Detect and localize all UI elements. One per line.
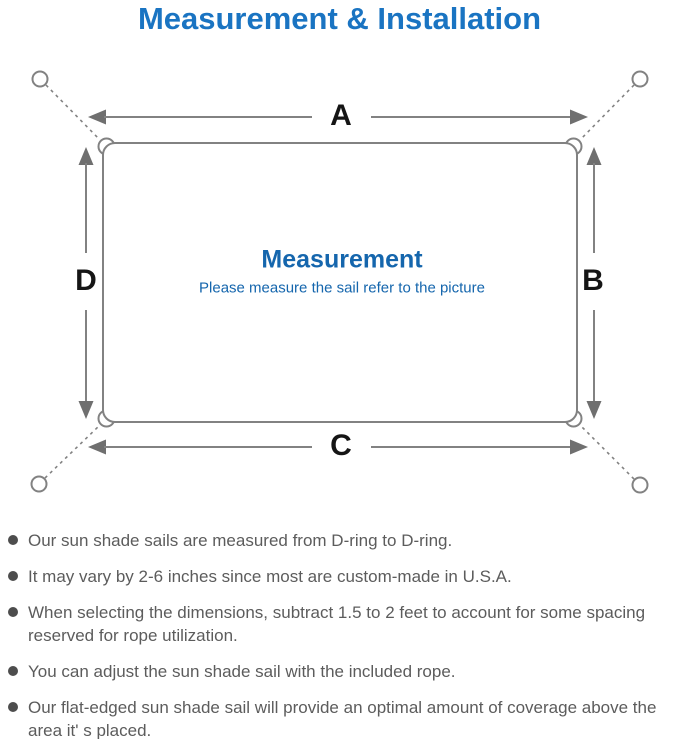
dimension-arrow-c	[88, 439, 588, 455]
anchor-ring-icon	[631, 476, 649, 494]
sail-center-subtitle: Please measure the sail refer to the pic…	[199, 279, 485, 297]
rope-dashed-line	[579, 424, 635, 480]
note-item: It may vary by 2-6 inches since most are…	[8, 565, 673, 588]
bullet-dot	[8, 571, 18, 581]
sail-center-title: Measurement	[261, 245, 423, 274]
rope-dashed-line	[44, 424, 101, 479]
bullet-dot	[8, 666, 18, 676]
dimension-label-c: C	[330, 429, 352, 462]
bullet-dot	[8, 702, 18, 712]
notes-list: Our sun shade sails are measured from D-…	[8, 529, 673, 739]
dimension-label-a: A	[330, 99, 352, 132]
bullet-dot	[8, 607, 18, 617]
page-title: Measurement & Installation	[137, 1, 542, 36]
note-text: Our sun shade sails are measured from D-…	[28, 531, 453, 550]
note-item: Our sun shade sails are measured from D-…	[8, 529, 673, 552]
dimension-label-d: D	[75, 264, 97, 297]
dimension-arrow-d	[78, 147, 94, 419]
rope-dashed-line	[45, 84, 101, 141]
note-text: It may vary by 2-6 inches since most are…	[28, 567, 512, 586]
anchor-ring-icon	[31, 70, 49, 88]
sail-outline	[102, 142, 578, 423]
rope-dashed-line	[579, 84, 635, 141]
dimension-arrow-a	[88, 109, 588, 125]
note-text: Our flat-edged sun shade sail will provi…	[28, 698, 657, 739]
note-item: When selecting the dimensions, subtract …	[8, 601, 673, 647]
dimension-arrow-b	[586, 147, 602, 419]
note-item: Our flat-edged sun shade sail will provi…	[8, 696, 673, 739]
dimension-label-b: B	[582, 264, 604, 297]
bullet-dot	[8, 535, 18, 545]
anchor-ring-icon	[631, 70, 649, 88]
note-text: You can adjust the sun shade sail with t…	[28, 662, 456, 681]
anchor-ring-icon	[30, 475, 48, 493]
note-item: You can adjust the sun shade sail with t…	[8, 660, 673, 683]
note-text: When selecting the dimensions, subtract …	[28, 603, 646, 645]
measurement-diagram	[30, 70, 649, 494]
